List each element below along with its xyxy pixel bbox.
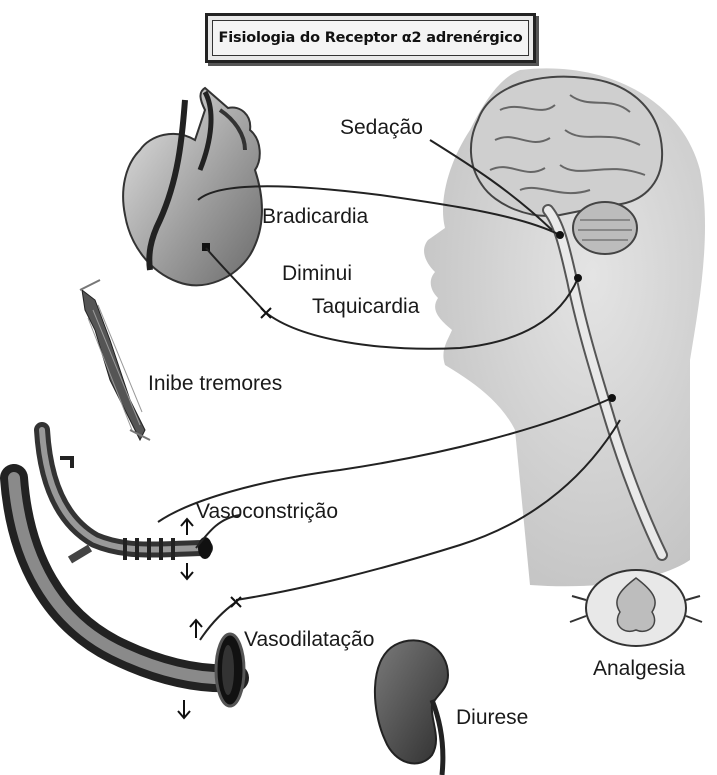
label-vasoconstricao: Vasoconstrição bbox=[196, 500, 338, 524]
label-vasodilatacao: Vasodilatação bbox=[244, 628, 374, 652]
muscle-fiber bbox=[80, 280, 150, 440]
diagram-title: Fisiologia do Receptor α2 adrenérgico bbox=[219, 30, 523, 46]
label-taquicardia: Taquicardia bbox=[312, 295, 419, 319]
kidney bbox=[375, 640, 448, 775]
title-box: Fisiologia do Receptor α2 adrenérgico bbox=[205, 13, 536, 63]
label-analgesia: Analgesia bbox=[593, 657, 685, 681]
blood-vessels bbox=[14, 430, 244, 718]
label-sedacao: Sedação bbox=[340, 116, 423, 140]
label-diurese: Diurese bbox=[456, 706, 528, 730]
title-inner-frame: Fisiologia do Receptor α2 adrenérgico bbox=[212, 20, 529, 56]
label-bradicardia: Bradicardia bbox=[262, 205, 368, 229]
label-inibe-tremores: Inibe tremores bbox=[148, 372, 282, 396]
label-diminui: Diminui bbox=[282, 262, 352, 286]
